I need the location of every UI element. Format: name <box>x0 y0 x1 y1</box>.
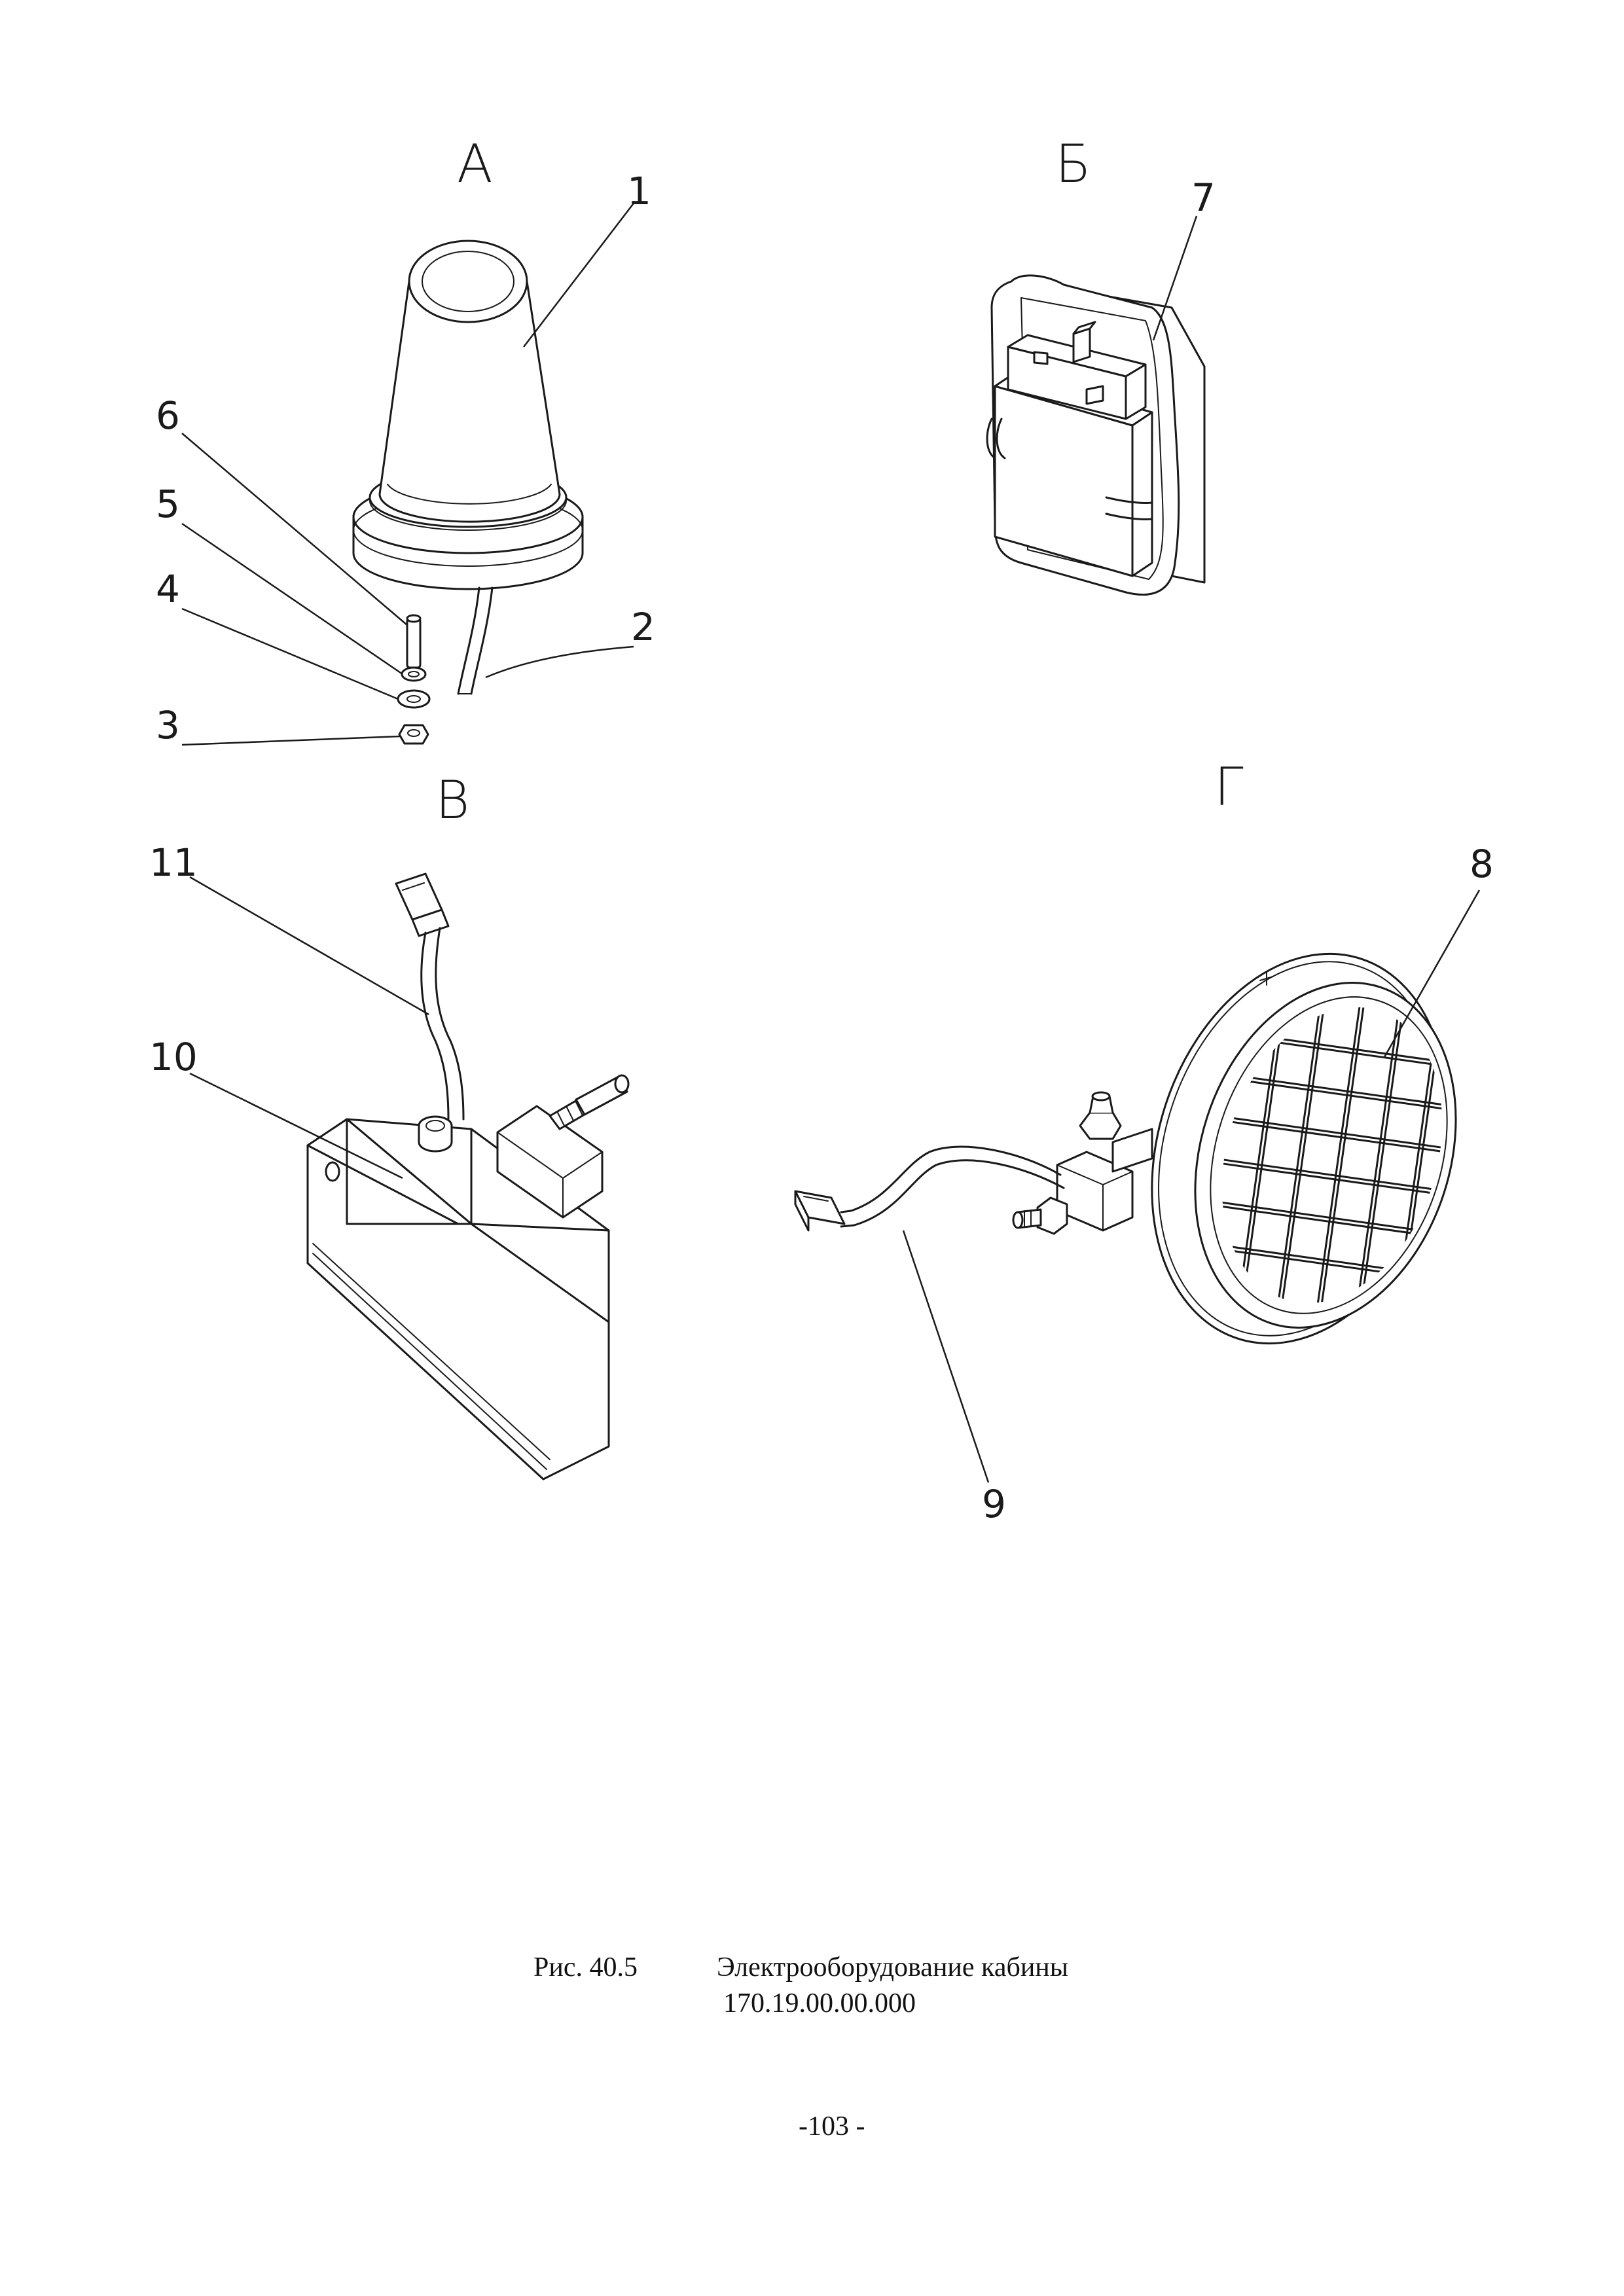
view-g-work-light: Г <box>794 757 1494 1526</box>
callout-2: 2 <box>631 605 655 649</box>
callout-5: 5 <box>156 482 180 526</box>
callout-11: 11 <box>149 840 198 885</box>
callout-9: 9 <box>982 1482 1006 1526</box>
callout-4: 4 <box>156 567 180 611</box>
callout-8: 8 <box>1470 842 1494 886</box>
callout-10: 10 <box>149 1035 198 1079</box>
drawing-code: 170.19.00.00.000 <box>723 1988 916 2018</box>
figure-title: Электрооборудование кабины <box>717 1952 1068 1982</box>
callout-3: 3 <box>156 703 180 747</box>
callout-6: 6 <box>156 393 180 438</box>
view-label-b: Б <box>1055 134 1091 194</box>
view-label-v: В <box>435 770 469 831</box>
callout-1: 1 <box>627 169 651 213</box>
view-v-cabin-lamp: В <box>149 770 630 1480</box>
view-label-g: Г <box>1214 757 1244 817</box>
figure-number: Рис. 40.5 <box>533 1952 638 1982</box>
view-a-beacon-lamp: А 1 2 3 4 <box>156 134 655 747</box>
page-number: -103 - <box>799 2111 865 2142</box>
view-label-a: А <box>457 134 493 194</box>
view-b-interior-lamp: Б 7 <box>986 134 1216 596</box>
callout-7: 7 <box>1191 175 1216 220</box>
